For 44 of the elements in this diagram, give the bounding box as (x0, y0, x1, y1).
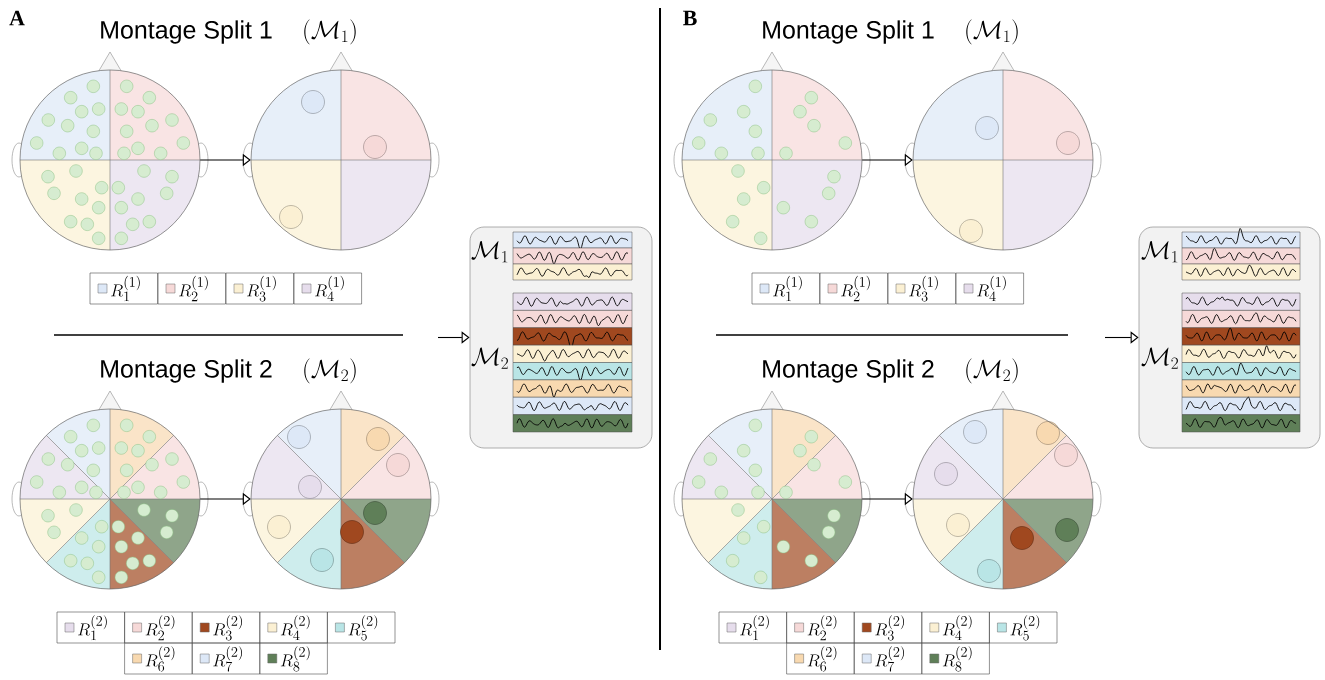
legend-cell: $R_4^{(1)}$ (293, 272, 362, 305)
panel-title: Montage Split 1 (101, 20, 272, 44)
legend-cell: $R_6^{(2)}$ (786, 642, 855, 675)
legend-cell: $R_2^{(2)}$ (786, 611, 855, 644)
legend-cell: $R_4^{(2)}$ (259, 611, 328, 644)
panel-title: Montage Split 1 (763, 20, 934, 44)
panel-letter: A (9, 10, 25, 26)
legend-cell: $R_7^{(2)}$ (191, 642, 261, 675)
legend-cell: $R_3^{(2)}$ (853, 611, 923, 644)
montage-label: $\mathcal{M}_2$ (1141, 347, 1178, 369)
legend-cell: $R_1^{(2)}$ (56, 611, 125, 644)
legend-cell: $R_3^{(2)}$ (191, 611, 261, 644)
legend-cell: $R_2^{(1)}$ (819, 272, 888, 305)
head-drawing (904, 390, 1102, 590)
head-drawing (673, 390, 871, 590)
head-drawing (11, 51, 209, 251)
legend-cell: $R_8^{(2)}$ (921, 642, 990, 675)
panel-title: Montage Split 2 (763, 359, 934, 383)
head-drawing (11, 390, 209, 590)
legend-cell: $R_5^{(2)}$ (327, 611, 396, 644)
legend-cell: $R_2^{(2)}$ (124, 611, 193, 644)
head-drawing (904, 51, 1102, 251)
legend-cell: $R_4^{(1)}$ (955, 272, 1024, 305)
montage-label: $\mathcal{M}_1$ (1141, 241, 1178, 263)
panel-title: Montage Split 2 (101, 359, 272, 383)
montage-label: $\mathcal{M}_1$ (471, 241, 508, 263)
legend-cell: $R_7^{(2)}$ (853, 642, 923, 675)
arrow (437, 331, 470, 344)
arrow (1104, 331, 1139, 344)
legend-cell: $R_3^{(1)}$ (225, 272, 294, 305)
montage-label: $\mathcal{M}_2$ (471, 347, 508, 369)
panel-letter: B (683, 10, 697, 26)
head-drawing (673, 51, 871, 251)
legend-cell: $R_2^{(1)}$ (157, 272, 226, 305)
legend-cell: $R_1^{(1)}$ (751, 272, 820, 305)
head-drawing (242, 51, 440, 251)
legend-cell: $R_1^{(1)}$ (89, 272, 158, 305)
legend-cell: $R_5^{(2)}$ (989, 611, 1058, 644)
legend-cell: $R_6^{(2)}$ (124, 642, 193, 675)
legend-cell: $R_3^{(1)}$ (887, 272, 956, 305)
head-drawing (242, 390, 440, 590)
legend-cell: $R_4^{(2)}$ (921, 611, 990, 644)
legend-cell: $R_1^{(2)}$ (718, 611, 787, 644)
legend-cell: $R_8^{(2)}$ (259, 642, 328, 675)
